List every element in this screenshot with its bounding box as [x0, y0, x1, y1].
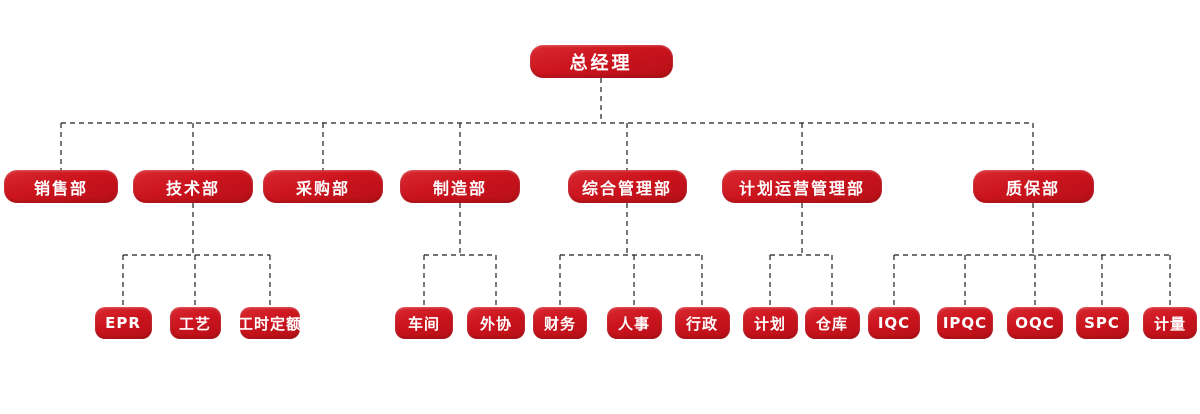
org-node-gy: 工艺 — [169, 307, 221, 339]
org-node-jh: 计划 — [742, 307, 798, 339]
org-node-epr: EPR — [94, 307, 152, 339]
org-node-rs: 人事 — [606, 307, 662, 339]
org-node-spc: SPC — [1075, 307, 1129, 339]
org-node-cj: 车间 — [395, 307, 453, 339]
org-node-zhglb: 综合管理部 — [567, 170, 687, 203]
org-node-ipqc: IPQC — [937, 307, 993, 339]
org-node-zjl: 总经理 — [529, 45, 673, 78]
org-node-gsde: 工时定额 — [238, 307, 301, 339]
org-node-jl: 计量 — [1143, 307, 1197, 339]
org-node-zbb: 质保部 — [972, 170, 1094, 203]
org-node-jsb: 技术部 — [133, 170, 253, 203]
org-node-xz: 行政 — [674, 307, 730, 339]
org-node-jhyyglb: 计划运营管理部 — [722, 170, 882, 203]
org-node-xsb: 销售部 — [4, 170, 118, 203]
org-node-oqc: OQC — [1007, 307, 1063, 339]
org-node-cgb: 采购部 — [263, 170, 383, 203]
org-node-wx: 外协 — [467, 307, 525, 339]
org-node-zzb: 制造部 — [400, 170, 520, 203]
org-node-ck: 仓库 — [804, 307, 860, 339]
org-node-iqc: IQC — [868, 307, 920, 339]
org-node-cw: 财务 — [533, 307, 587, 339]
